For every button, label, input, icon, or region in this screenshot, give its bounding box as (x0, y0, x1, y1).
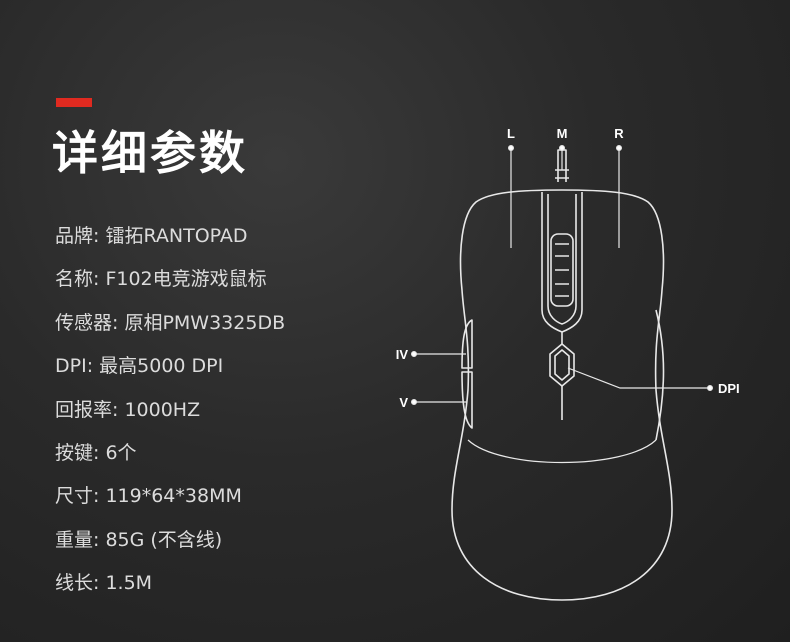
callout-dot-left (508, 144, 515, 151)
spec-value: 6个 (105, 441, 137, 464)
label-right-button: R (614, 126, 624, 141)
page-title: 详细参数 (52, 126, 248, 180)
spec-label: 品牌: (55, 225, 100, 247)
mouse-outline-svg: L M R IV V DPI (396, 126, 740, 601)
spec-label: 线长: (55, 572, 100, 595)
label-left-button: L (507, 126, 515, 141)
spec-label: 传感器: (55, 311, 119, 334)
palm-contour (467, 439, 657, 464)
spec-value: 119*64*38MM (105, 485, 242, 508)
spec-label: 回报率: (55, 398, 119, 421)
spec-label: DPI: (55, 355, 94, 378)
label-side-button-5: V (399, 395, 408, 410)
spec-item-dimensions: 尺寸: 119*64*38MM (55, 480, 285, 523)
callout-dot-right (616, 144, 623, 151)
spec-label: 按键: (55, 441, 100, 464)
label-side-button-4: IV (396, 347, 409, 362)
scroll-wheel (550, 233, 574, 307)
spec-item-buttons: 按键: 6个 (55, 437, 285, 480)
spec-value: 原相PMW3325DB (124, 311, 286, 334)
scroll-wheel-grooves (555, 243, 569, 297)
callout-dot-middle (559, 144, 566, 151)
cable-strain-relief (555, 169, 569, 179)
spec-value: 镭拓RANTOPAD (105, 225, 248, 247)
right-side-grip (655, 309, 665, 441)
mouse-diagram: L M R IV V DPI (380, 110, 780, 610)
mouse-shell (451, 189, 673, 601)
accent-bar (56, 98, 92, 107)
spec-label: 尺寸: (55, 485, 100, 508)
side-button-5 (461, 371, 473, 429)
callout-dot-iv (411, 351, 418, 358)
spec-value: 85G (不含线) (105, 528, 223, 551)
spec-label: 名称: (55, 268, 100, 291)
spec-list: 品牌: 镭拓RANTOPAD 名称: F102电竞游戏鼠标 传感器: 原相PMW… (55, 220, 285, 611)
spec-item-dpi: DPI: 最高5000 DPI (55, 350, 285, 393)
spec-value: 1.5M (105, 572, 153, 595)
spec-item-sensor: 传感器: 原相PMW3325DB (55, 307, 285, 350)
spec-item-polling-rate: 回报率: 1000HZ (55, 394, 285, 437)
spec-item-weight: 重量: 85G (不含线) (55, 524, 285, 567)
spec-value: F102电竞游戏鼠标 (105, 268, 267, 291)
label-middle-button: M (557, 126, 568, 141)
label-dpi-button: DPI (718, 381, 740, 396)
spec-value: 1000HZ (124, 398, 201, 421)
spec-item-brand: 品牌: 镭拓RANTOPAD (55, 220, 285, 263)
callout-dot-v (411, 399, 418, 406)
spec-value: 最高5000 DPI (99, 355, 224, 378)
callout-line-dpi (567, 367, 710, 389)
callout-dot-dpi (707, 385, 714, 392)
spec-label: 重量: (55, 528, 100, 551)
side-button-4 (461, 319, 473, 369)
spec-item-name: 名称: F102电竞游戏鼠标 (55, 263, 285, 306)
dpi-button-inner (554, 349, 570, 381)
button-inner-seam (547, 194, 577, 325)
spec-item-cable-length: 线长: 1.5M (55, 567, 285, 610)
